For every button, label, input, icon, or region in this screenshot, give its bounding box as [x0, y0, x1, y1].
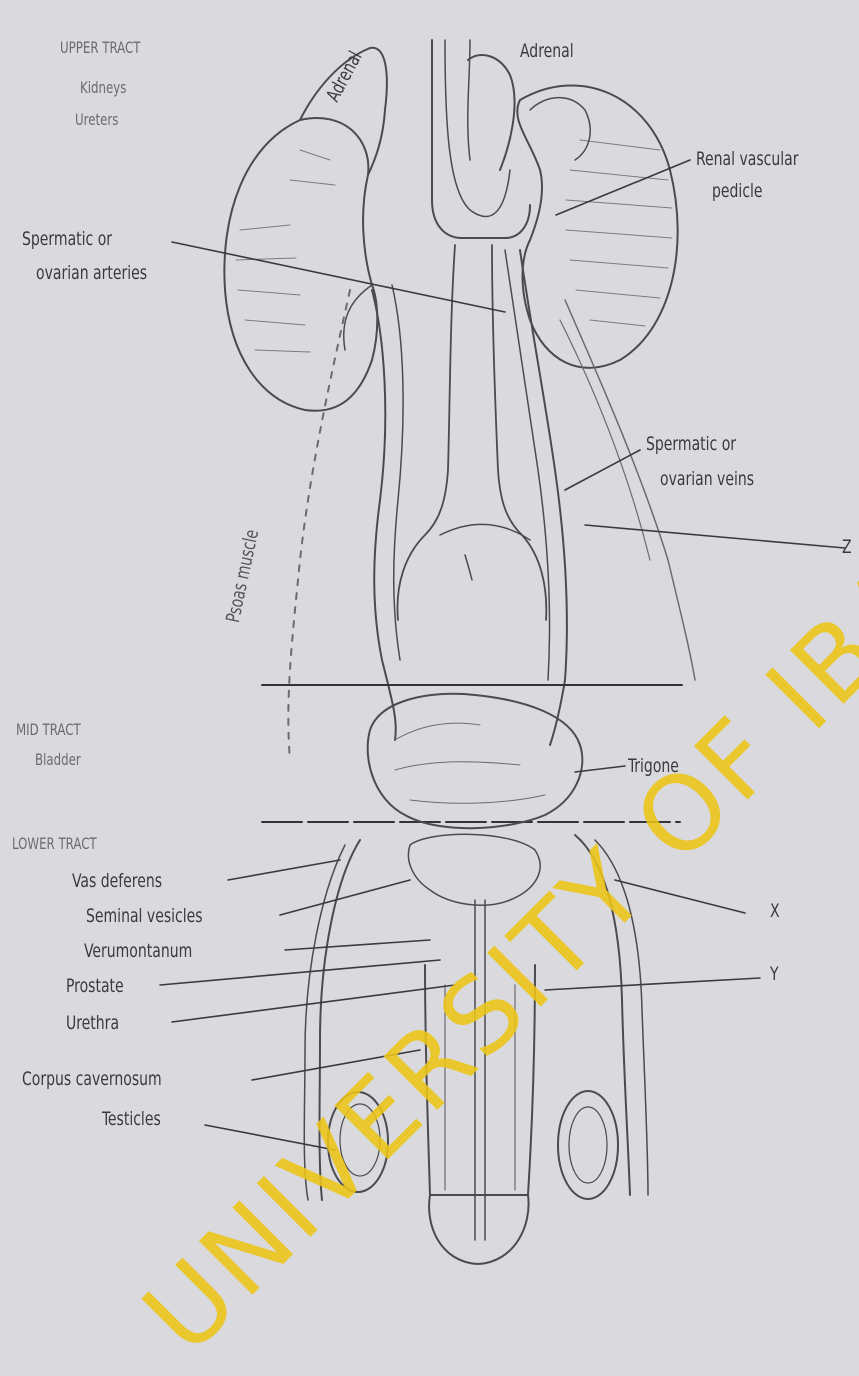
left-ureter — [372, 290, 396, 740]
right-kidney — [517, 85, 677, 367]
mid-tract-title: MID TRACT — [16, 720, 81, 739]
corpus-cavernosum-label: Corpus cavernosum — [22, 1068, 162, 1090]
spermatic-arteries-label-1: Spermatic or — [22, 228, 112, 250]
bladder — [368, 694, 583, 828]
verumontanum-label: Verumontanum — [84, 940, 192, 962]
aorta — [432, 40, 530, 238]
renal-pedicle-label-1: Renal vascular — [696, 148, 799, 170]
upper-tract-item-ureters: Ureters — [75, 110, 118, 129]
right-ureter — [520, 250, 567, 745]
right-adrenal — [468, 55, 515, 170]
upper-tract-item-kidneys: Kidneys — [80, 78, 126, 97]
right-kidney-shading — [566, 140, 672, 326]
anatomy-diagram-page: UPPER TRACT Kidneys Ureters MID TRACT Bl… — [0, 0, 859, 1274]
spermatic-arteries-label-2: ovarian arteries — [36, 262, 147, 284]
bladder-texture — [395, 723, 545, 803]
testicles-label: Testicles — [102, 1108, 161, 1130]
urethra-label: Urethra — [66, 1012, 119, 1034]
left-kidney — [224, 118, 377, 411]
renal-pedicle-label-2: pedicle — [712, 180, 763, 202]
spermatic-veins-label-1: Spermatic or — [646, 433, 736, 455]
upper-tract-title: UPPER TRACT — [60, 38, 140, 57]
adrenal-right-label: Adrenal — [520, 40, 574, 62]
z-label: Z — [842, 536, 852, 558]
seminal-vesicles-label: Seminal vesicles — [86, 905, 203, 927]
mid-tract-item-bladder: Bladder — [35, 750, 81, 769]
y-label: Y — [770, 963, 779, 985]
x-label: X — [770, 900, 780, 922]
glans — [429, 1195, 529, 1264]
vas-deferens-label: Vas deferens — [72, 870, 162, 892]
lower-tract-title: LOWER TRACT — [12, 834, 97, 853]
prostate-label: Prostate — [66, 975, 124, 997]
psoas — [288, 290, 350, 760]
left-kidney-shading — [236, 150, 335, 352]
spermatic-veins-label-2: ovarian veins — [660, 468, 754, 490]
